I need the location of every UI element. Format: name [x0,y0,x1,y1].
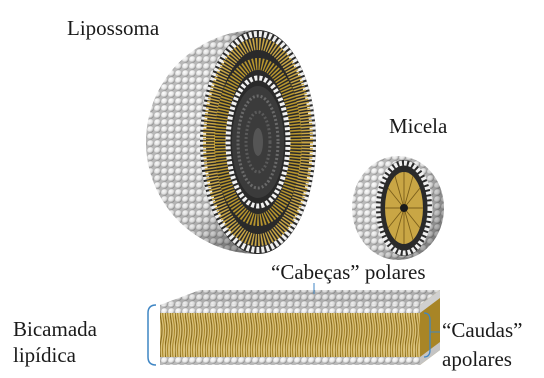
bilayer-label-line1: Bicamada [13,319,97,340]
bilayer-diagram [160,290,440,365]
bilayer-bracket [148,305,156,365]
polar-heads-label: “Cabeças” polares [271,262,426,283]
liposome-label: Lipossoma [67,18,159,39]
tails-label-line1: “Caudas” [442,320,522,341]
micelle-label: Micela [389,116,447,137]
micelle-diagram [352,156,444,260]
bilayer-label-line2: lipídica [13,345,76,366]
liposome-diagram [146,30,316,254]
tails-label-line2: apolares [442,349,512,370]
